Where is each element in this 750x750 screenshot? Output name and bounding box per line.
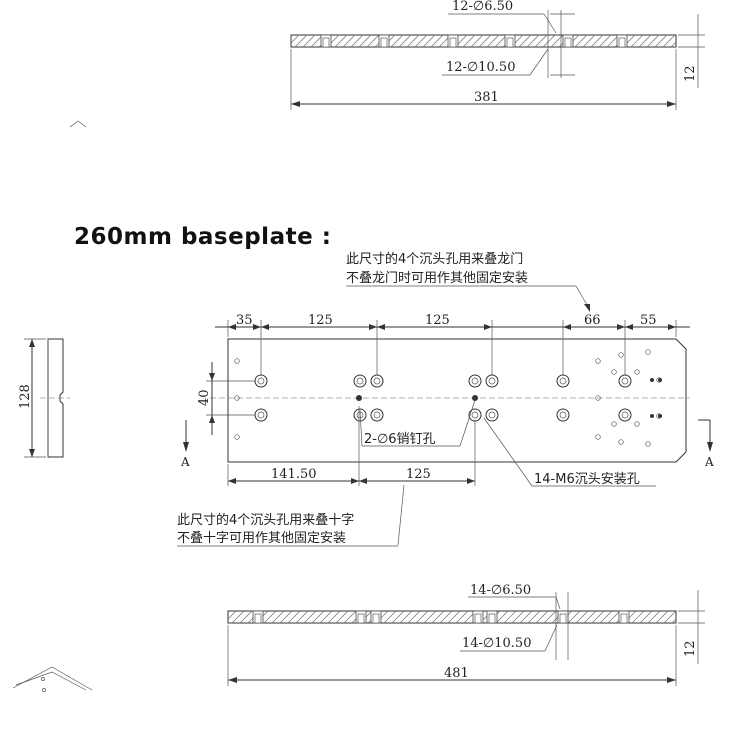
mount-hole <box>595 358 601 364</box>
countersunk-hole <box>353 408 367 422</box>
note-bottom-line2: 不叠十字可用作其他固定安装 <box>177 531 346 546</box>
dim-bottom-141: 141.50 <box>271 467 317 482</box>
section-marker-left: A <box>180 455 190 469</box>
plan-holes <box>234 349 662 447</box>
dim-vertical-40: 40 <box>197 389 212 406</box>
mount-hole <box>234 434 240 440</box>
bottom-thickness-label: 12 <box>683 640 698 657</box>
plan-view: 此尺寸的4个沉头孔用来叠龙门 不叠龙门时可用作其他固定安装 <box>177 251 714 547</box>
pin-hole <box>472 395 478 401</box>
fragment-mark <box>69 120 87 128</box>
countersunk-hole <box>370 408 384 422</box>
mount-hole <box>611 369 617 375</box>
next-drawing-fragment <box>12 666 93 692</box>
mount-hole <box>634 369 640 375</box>
bottom-length-label: 481 <box>444 666 469 681</box>
note-top-line1: 此尺寸的4个沉头孔用来叠龙门 <box>346 251 523 267</box>
top-hole-small-label: 12-∅6.50 <box>452 0 513 14</box>
countersunk-hole <box>468 408 482 422</box>
mount-hole <box>618 352 624 358</box>
countersunk-hole <box>556 374 570 388</box>
dim-top-125a: 125 <box>308 313 333 328</box>
countersunk-hole <box>254 374 268 388</box>
top-thickness-label: 12 <box>683 65 698 82</box>
dim-top-55: 55 <box>640 313 657 328</box>
top-length-label: 381 <box>474 90 499 105</box>
note-top-line2: 不叠龙门时可用作其他固定安装 <box>346 271 528 286</box>
countersunk-hole <box>556 408 570 422</box>
pin-hole <box>356 395 362 401</box>
note-bottom-line1: 此尺寸的4个沉头孔用来叠十字 <box>177 512 354 528</box>
mount-hole <box>634 421 640 427</box>
countersunk-hole <box>254 408 268 422</box>
top-hole-large-label: 12-∅10.50 <box>446 60 515 75</box>
mount-hole <box>645 441 651 447</box>
dim-top-66: 66 <box>584 313 601 328</box>
plate-outline <box>227 338 687 463</box>
bottom-hole-small-label: 14-∅6.50 <box>470 583 531 598</box>
countersunk-hole <box>618 408 632 422</box>
countersunk-hole <box>353 374 367 388</box>
mount-hole <box>645 349 651 355</box>
page-heading: 260mm baseplate : <box>74 224 332 250</box>
mount-hole <box>595 395 601 401</box>
mount-hole <box>611 421 617 427</box>
mount-hole <box>595 434 601 440</box>
mount-hole <box>234 358 240 364</box>
pin-hole-label: 2-∅6销钉孔 <box>364 432 436 447</box>
bottom-section-view: 14-∅6.50 14-∅10.50 12 481 <box>227 583 705 686</box>
side-view: 128 <box>18 338 70 458</box>
mount-hole <box>234 395 240 401</box>
bottom-section-bar <box>227 610 677 624</box>
dim-top-35: 35 <box>236 313 253 328</box>
countersunk-hole <box>485 374 499 388</box>
countersunk-hole <box>370 374 384 388</box>
bottom-hole-large-label: 14-∅10.50 <box>462 636 531 651</box>
top-section-holes <box>320 34 628 48</box>
dim-top-125b: 125 <box>425 313 450 328</box>
tap-hole-label: 14-M6沉头安装孔 <box>534 472 640 487</box>
countersunk-hole <box>468 374 482 388</box>
bottom-section-holes <box>252 610 630 624</box>
section-marker-right: A <box>704 455 714 469</box>
dim-bottom-125: 125 <box>406 467 431 482</box>
countersunk-hole <box>618 374 632 388</box>
dim-height-128: 128 <box>18 384 33 409</box>
mount-hole <box>618 439 624 445</box>
top-section-view: 12-∅6.50 12-∅10.50 12 381 <box>290 0 705 110</box>
countersunk-hole <box>485 408 499 422</box>
